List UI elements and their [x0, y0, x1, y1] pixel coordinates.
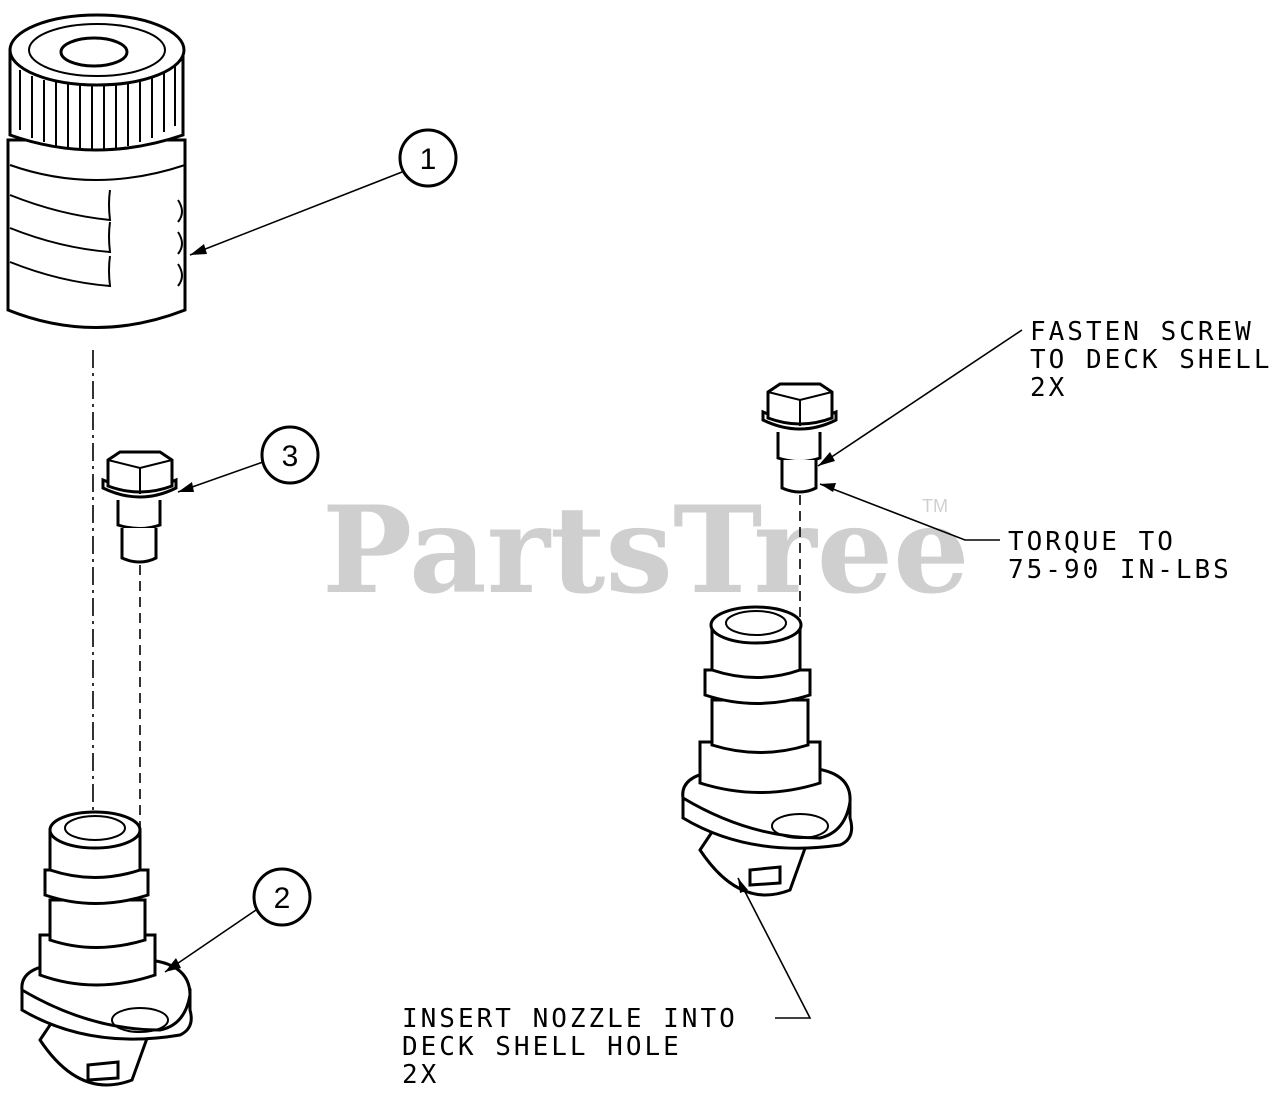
callout-3: 3 [177, 425, 320, 493]
watermark-trademark: TM [922, 496, 948, 516]
callout-2-number: 2 [274, 882, 291, 915]
note-torque: TORQUE TO 75-90 IN-LBS [819, 483, 1232, 585]
note-fasten-screw: FASTEN SCREW TO DECK SHELL 2X [817, 317, 1273, 467]
note-insert-line-3: 2X [402, 1060, 439, 1090]
screw-part-right [761, 382, 838, 494]
watermark-logo: PartsTree [322, 480, 969, 621]
note-fasten-line-3: 2X [1030, 373, 1067, 403]
note-insert-line-2: DECK SHELL HOLE [402, 1032, 682, 1062]
callout-2: 2 [164, 867, 312, 973]
note-fasten-line-1: FASTEN SCREW [1030, 317, 1254, 347]
note-torque-line-2: 75-90 IN-LBS [1008, 555, 1232, 585]
note-torque-line-1: TORQUE TO [1008, 527, 1176, 557]
callout-1-number: 1 [420, 143, 437, 176]
nozzle-part-left [20, 810, 193, 1087]
callout-3-number: 3 [282, 440, 299, 473]
callout-1: 1 [189, 128, 458, 256]
note-fasten-line-2: TO DECK SHELL [1030, 345, 1273, 375]
nozzle-cap-part [6, 13, 187, 329]
note-insert-line-1: INSERT NOZZLE INTO [402, 1004, 738, 1034]
note-insert-nozzle: INSERT NOZZLE INTO DECK SHELL HOLE 2X [402, 877, 812, 1090]
nozzle-part-right [681, 605, 854, 897]
screw-part-left [101, 450, 178, 564]
